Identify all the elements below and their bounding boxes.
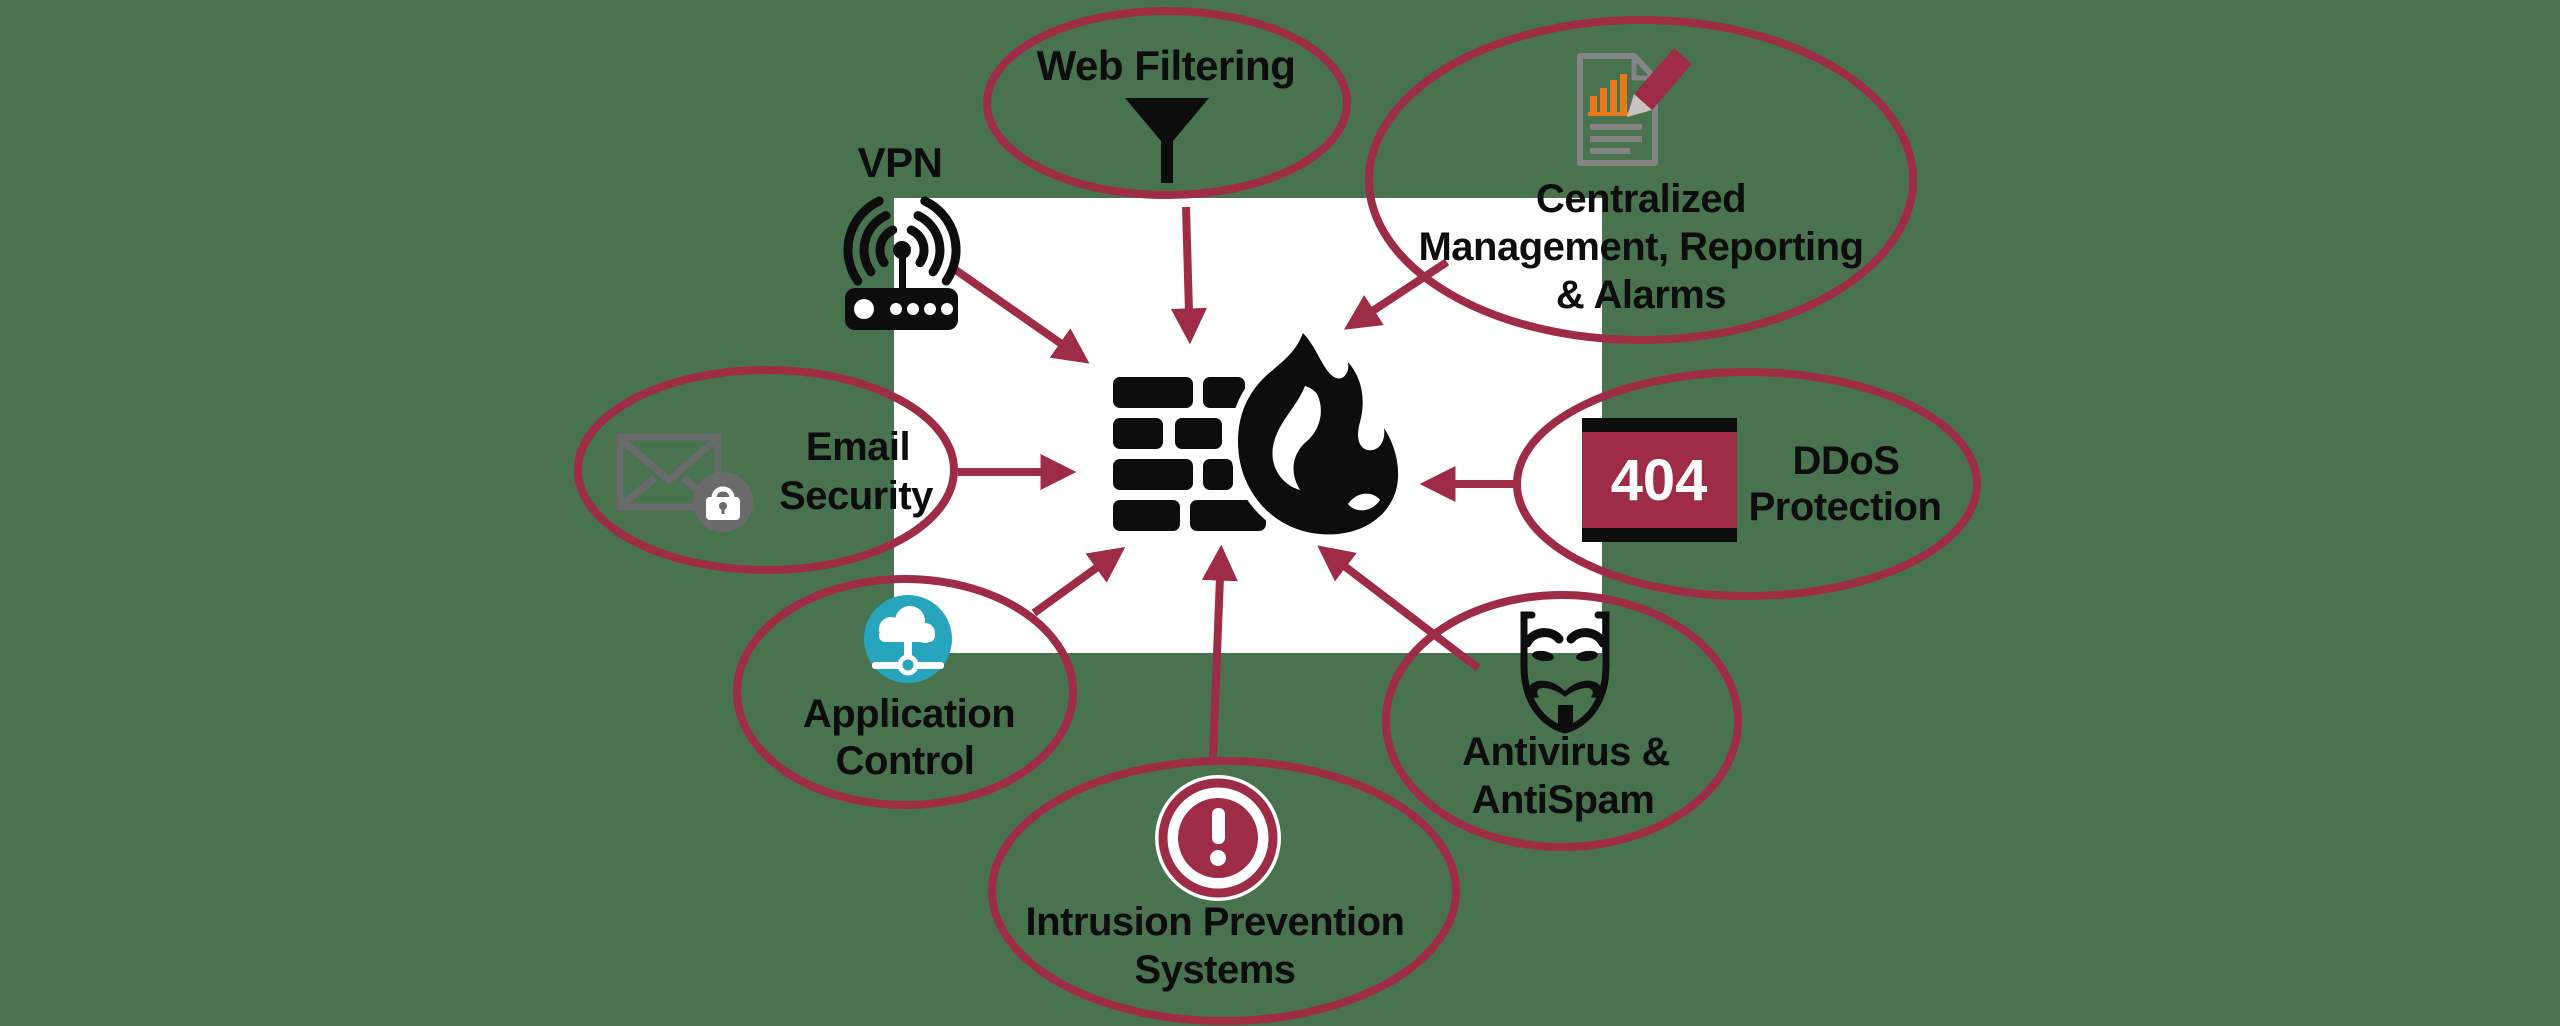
centralized-arrow [1343,258,1450,330]
centralized-ellipse [1365,16,1917,344]
antivirus-label-line1: Antivirus & [1462,730,1670,774]
flame-icon [1230,325,1407,543]
application-label-line1: Application [802,692,1016,736]
cloud-glyph [872,606,944,669]
web-filtering-label: Web Filtering [1036,42,1296,89]
404-sign-icon: 404 [1582,418,1737,542]
ddos-label-line1: DDoS [1792,439,1900,483]
ips-arrow [1201,544,1238,758]
application-arrow [1031,547,1126,617]
ddos-label-line2: Protection [1748,485,1942,529]
envelope-lock-icon [616,433,753,532]
antivirus-ellipse [1382,591,1742,851]
pencil-icon [1627,48,1692,117]
firewall-bricks [1113,377,1266,531]
application-control-ellipse [733,575,1077,809]
wireless-router-icon [843,196,961,330]
web-filtering-ellipse [983,7,1351,199]
vpn-arrow [947,262,1090,364]
centralized-label-line2: Management, Reporting [1418,225,1864,269]
firewall-flame-icon [1113,325,1407,543]
ips-label-line2: Systems [1134,948,1296,992]
email-security-ellipse [574,366,958,574]
antivirus-arrow [1317,545,1481,672]
vpn-label: VPN [857,139,943,186]
funnel-icon [1125,98,1209,183]
antivirus-label-line2: AntiSpam [1471,778,1655,822]
bar-chart-glyph [1588,74,1630,116]
centralized-label-line1: Centralized [1535,177,1747,221]
ips-ellipse [988,757,1460,1025]
application-label-line2: Control [835,739,975,783]
document-text-lines [1590,124,1642,154]
alert-exclamation-icon [1155,775,1281,901]
email-label-line2: Security [779,474,933,518]
centralized-label-line3: & Alarms [1555,273,1727,317]
web-filtering-arrow [1170,206,1207,345]
arrows [947,206,1519,758]
ips-label-line1: Intrusion Prevention [1025,900,1405,944]
email-label-line1: Email [805,425,911,469]
cloud-network-icon [864,595,952,683]
report-document-pencil-icon [1577,48,1692,166]
anonymous-mask-icon [1520,611,1610,734]
node-ellipses [574,7,1981,1025]
404-sign-text: 404 [1611,448,1708,513]
